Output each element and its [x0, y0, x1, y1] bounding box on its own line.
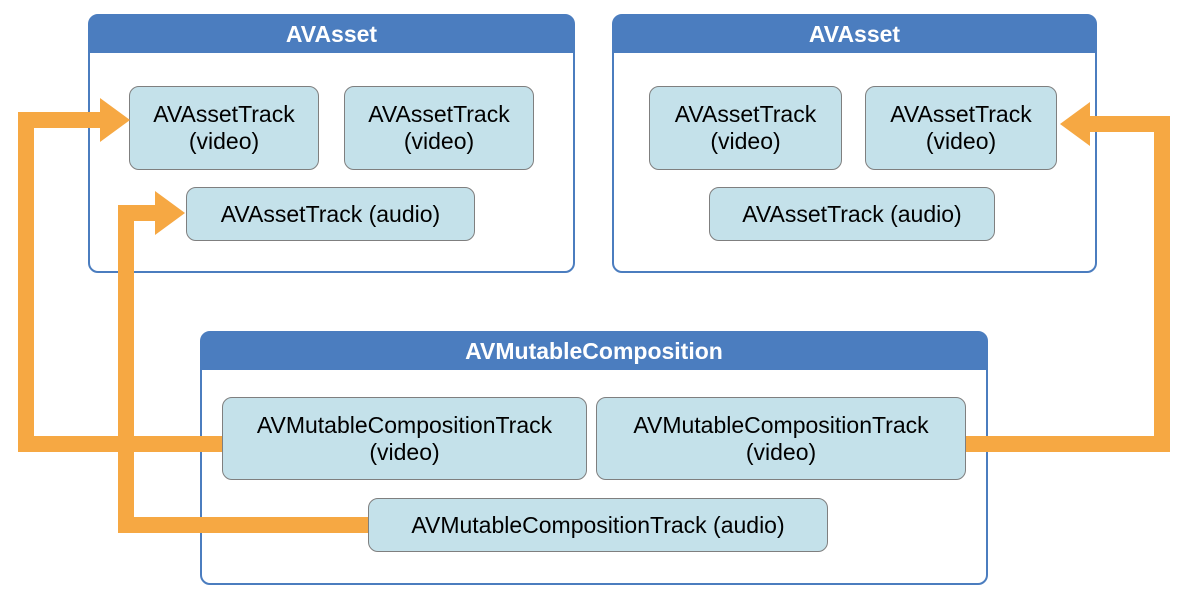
track-label: AVMutableCompositionTrack	[633, 411, 929, 438]
track-label: AVAssetTrack	[674, 101, 817, 127]
composition-track-video-2: AVMutableCompositionTrack (video)	[596, 397, 966, 480]
asset-right-track-audio: AVAssetTrack (audio)	[709, 187, 995, 241]
asset-left-title: AVAsset	[89, 15, 574, 53]
track-label: AVMutableCompositionTrack	[256, 411, 553, 438]
track-label: AVAssetTrack	[153, 101, 295, 127]
asset-left-track-video-2: AVAssetTrack (video)	[344, 86, 534, 170]
track-sublabel: (video)	[403, 128, 475, 154]
asset-right-track-video-2: AVAssetTrack (video)	[865, 86, 1057, 170]
track-label: AVAssetTrack (audio)	[220, 200, 441, 227]
track-label: AVAssetTrack	[890, 101, 1032, 127]
track-sublabel: (video)	[925, 128, 997, 154]
asset-right-title: AVAsset	[613, 15, 1096, 53]
track-sublabel: (video)	[710, 128, 781, 154]
track-sublabel: (video)	[745, 438, 817, 465]
asset-left-track-video-1: AVAssetTrack (video)	[129, 86, 319, 170]
track-sublabel: (video)	[188, 128, 260, 154]
composition-track-video-1: AVMutableCompositionTrack (video)	[222, 397, 587, 480]
asset-right-track-video-1: AVAssetTrack (video)	[649, 86, 842, 170]
asset-left-track-audio: AVAssetTrack (audio)	[186, 187, 475, 241]
track-sublabel: (video)	[369, 438, 440, 465]
composition-title: AVMutableComposition	[201, 332, 987, 370]
composition-track-audio: AVMutableCompositionTrack (audio)	[368, 498, 828, 552]
track-label: AVMutableCompositionTrack (audio)	[411, 511, 785, 538]
track-label: AVAssetTrack	[368, 101, 510, 127]
track-label: AVAssetTrack (audio)	[742, 200, 962, 227]
